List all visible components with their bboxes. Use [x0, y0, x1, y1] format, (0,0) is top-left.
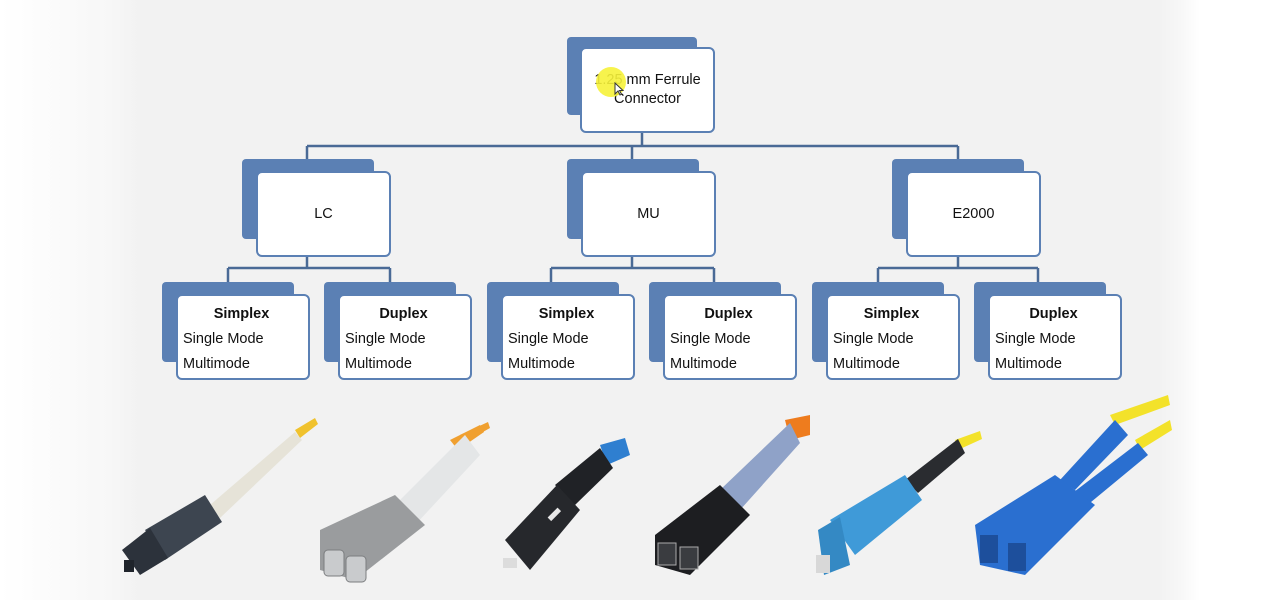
mu-node: MU: [567, 159, 717, 259]
e2000-simplex-title: Simplex: [863, 306, 920, 322]
lc-simplex-box: Simplex Single Mode Multimode: [176, 294, 310, 380]
pointer-highlight: [596, 67, 626, 97]
lc-label: LC: [314, 205, 333, 222]
e2000-connector: [876, 257, 1040, 284]
e2000-duplex-node: Duplex Single Mode Multimode: [974, 282, 1124, 382]
e2000-duplex-box: Duplex Single Mode Multimode: [988, 294, 1122, 380]
e2000-simplex-node: Simplex Single Mode Multimode: [812, 282, 962, 382]
mu-duplex-multimode: Multimode: [670, 356, 737, 372]
lc-node-box: LC: [256, 171, 391, 257]
e2000-duplex-multimode: Multimode: [995, 356, 1062, 372]
mu-simplex-box: Simplex Single Mode Multimode: [501, 294, 635, 380]
lc-simplex-connector-photo: [122, 418, 318, 575]
e2000-node: E2000: [892, 159, 1042, 259]
lc-simplex-single-mode: Single Mode: [183, 331, 264, 347]
lc-duplex-title: Duplex: [379, 306, 428, 322]
root-node: 1.25 mm Ferrule Connector: [567, 37, 717, 135]
mu-simplex-multimode: Multimode: [508, 356, 575, 372]
lc-duplex-connector-photo: [320, 422, 490, 583]
mu-simplex-title: Simplex: [538, 306, 595, 322]
e2000-duplex-single-mode: Single Mode: [995, 331, 1076, 347]
e2000-label: E2000: [952, 205, 995, 222]
lc-duplex-multimode: Multimode: [345, 356, 412, 372]
mu-node-box: MU: [581, 171, 716, 257]
mu-label: MU: [637, 205, 660, 222]
lc-duplex-single-mode: Single Mode: [345, 331, 426, 347]
mu-simplex-single-mode: Single Mode: [508, 331, 589, 347]
mouse-pointer-icon: [614, 82, 624, 96]
lc-duplex-box: Duplex Single Mode Multimode: [338, 294, 472, 380]
e2000-duplex-connector-photo: [975, 395, 1172, 575]
root-connector: [305, 133, 960, 162]
e2000-duplex-title: Duplex: [1029, 306, 1078, 322]
mu-simplex-connector-photo: [503, 438, 630, 570]
mu-duplex-title: Duplex: [704, 306, 753, 322]
mu-duplex-connector-photo: [655, 415, 810, 575]
lc-simplex-node: Simplex Single Mode Multimode: [162, 282, 312, 382]
lc-connector: [226, 257, 392, 284]
mu-duplex-single-mode: Single Mode: [670, 331, 751, 347]
lc-node: LC: [242, 159, 392, 259]
mu-duplex-box: Duplex Single Mode Multimode: [663, 294, 797, 380]
e2000-simplex-box: Simplex Single Mode Multimode: [826, 294, 960, 380]
lc-simplex-title: Simplex: [213, 306, 270, 322]
mu-duplex-node: Duplex Single Mode Multimode: [649, 282, 799, 382]
root-title-line2: Connector: [614, 91, 681, 107]
e2000-simplex-multimode: Multimode: [833, 356, 900, 372]
lc-duplex-node: Duplex Single Mode Multimode: [324, 282, 474, 382]
lc-simplex-multimode: Multimode: [183, 356, 250, 372]
mu-simplex-node: Simplex Single Mode Multimode: [487, 282, 637, 382]
e2000-node-box: E2000: [906, 171, 1041, 257]
e2000-simplex-connector-photo: [816, 431, 982, 575]
e2000-simplex-single-mode: Single Mode: [833, 331, 914, 347]
mu-connector: [549, 257, 716, 284]
